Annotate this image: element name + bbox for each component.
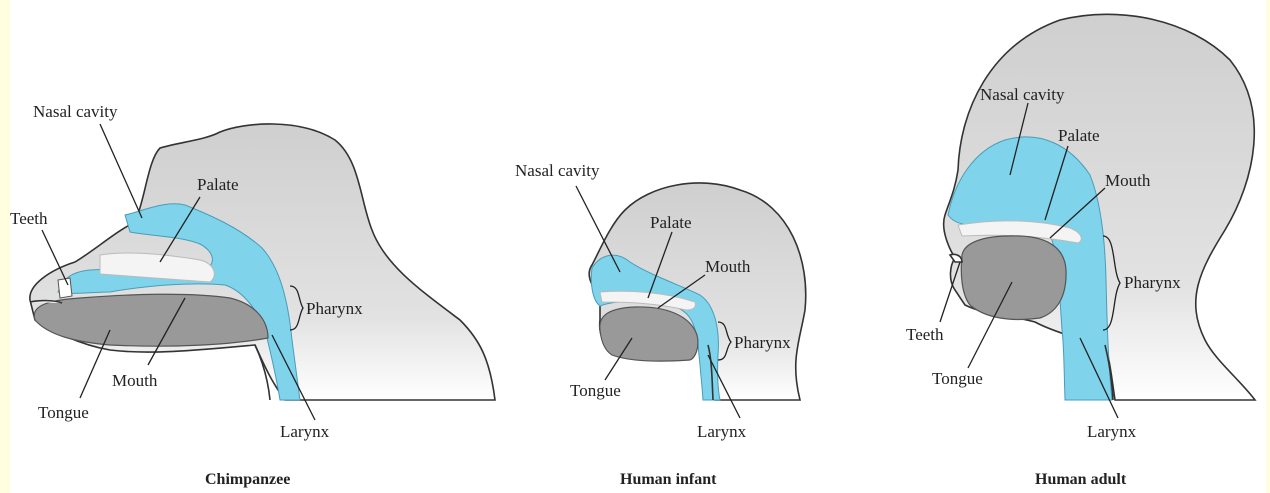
chimp-caption: Chimpanzee [205,471,290,488]
chimp-tongue [34,294,268,346]
adult-label-tongue: Tongue [932,369,983,388]
chimp-label-teeth: Teeth [10,209,48,228]
adult-tongue [961,236,1066,320]
adult-label-teeth: Teeth [906,325,944,344]
chimp-label-palate: Palate [197,175,239,194]
infant-caption: Human infant [620,471,717,488]
chimp-label-nasal-cavity: Nasal cavity [33,102,118,121]
infant-label-mouth: Mouth [705,257,751,276]
adult-label-mouth: Mouth [1105,171,1151,190]
adult-caption: Human adult [1035,471,1127,488]
adult-head [944,14,1255,400]
infant-label-tongue: Tongue [570,381,621,400]
adult-label-nasal-cavity: Nasal cavity [980,85,1065,104]
adult-label-palate: Palate [1058,126,1100,145]
infant-label-nasal-cavity: Nasal cavity [515,161,600,180]
adult-label-larynx: Larynx [1087,422,1137,441]
chimp-label-mouth: Mouth [112,371,158,390]
chimpanzee-head [30,124,495,400]
infant-label-pharynx: Pharynx [734,333,791,352]
chimp-label-tongue: Tongue [38,403,89,422]
chimp-nasal-leader [100,124,142,218]
infant-head [589,183,806,400]
infant-label-larynx: Larynx [697,422,747,441]
chimp-label-larynx: Larynx [280,422,330,441]
adult-label-pharynx: Pharynx [1124,273,1181,292]
infant-label-palate: Palate [650,213,692,232]
chimp-label-pharynx: Pharynx [306,299,363,318]
chimp-teeth [58,278,72,298]
